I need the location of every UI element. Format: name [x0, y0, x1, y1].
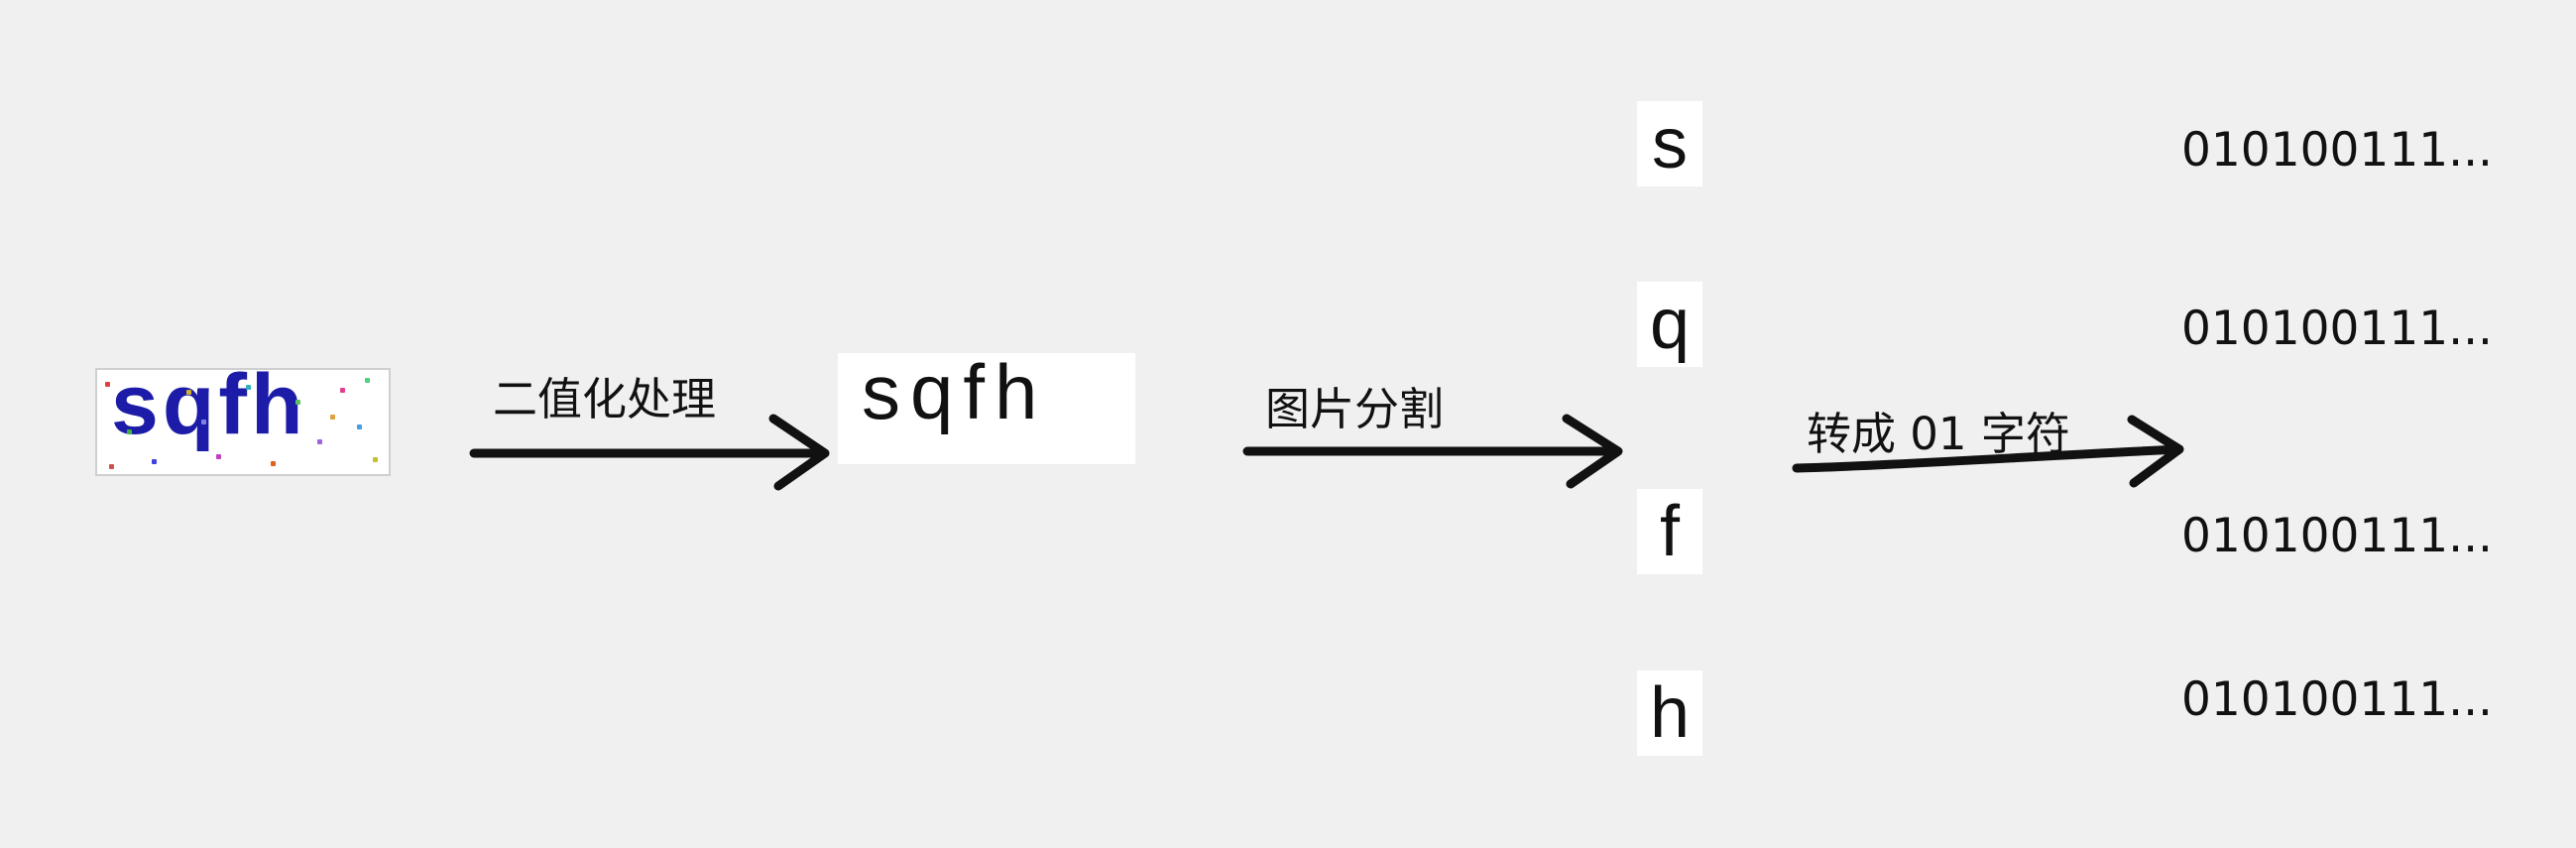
- noise-dot: [373, 457, 378, 462]
- segment-char-image: f: [1637, 489, 1702, 574]
- noise-dot: [201, 420, 206, 424]
- noise-dot: [246, 385, 251, 390]
- arrow-convert: [1792, 415, 2184, 488]
- noise-dot: [152, 459, 157, 464]
- noise-dot: [357, 424, 362, 429]
- noise-dot: [340, 388, 345, 393]
- segment-char: s: [1652, 104, 1688, 183]
- segment-char-image: s: [1637, 101, 1702, 186]
- step-label-convert: 转成 01 字符: [1807, 408, 2070, 460]
- binary-output: 010100111...: [2181, 123, 2493, 178]
- binarized-text: sqfh: [862, 353, 1048, 435]
- binary-output: 010100111...: [2181, 672, 2493, 727]
- segment-char: q: [1649, 285, 1691, 364]
- noise-dot: [330, 415, 335, 420]
- noise-dot: [295, 400, 300, 405]
- binary-output: 010100111...: [2181, 302, 2493, 356]
- segment-char: h: [1649, 673, 1691, 753]
- captcha-image: sqfh: [95, 368, 391, 476]
- captcha-text: sqfh: [111, 368, 307, 452]
- step-label-binarize: 二值化处理: [493, 373, 717, 425]
- binarized-image: sqfh: [838, 353, 1135, 464]
- arrow-segment: [1242, 414, 1623, 489]
- noise-dot: [365, 378, 370, 383]
- segment-char-image: q: [1637, 282, 1702, 367]
- noise-dot: [317, 439, 322, 444]
- noise-dot: [105, 382, 110, 387]
- segment-char-image: h: [1637, 670, 1702, 756]
- binary-output: 010100111...: [2181, 509, 2493, 563]
- noise-dot: [186, 390, 191, 395]
- arrow-binarize: [469, 414, 830, 491]
- noise-dot: [109, 464, 114, 469]
- noise-dot: [127, 429, 132, 434]
- step-label-segment: 图片分割: [1265, 383, 1445, 435]
- noise-dot: [216, 454, 221, 459]
- segment-char: f: [1659, 492, 1680, 571]
- noise-dot: [271, 461, 276, 466]
